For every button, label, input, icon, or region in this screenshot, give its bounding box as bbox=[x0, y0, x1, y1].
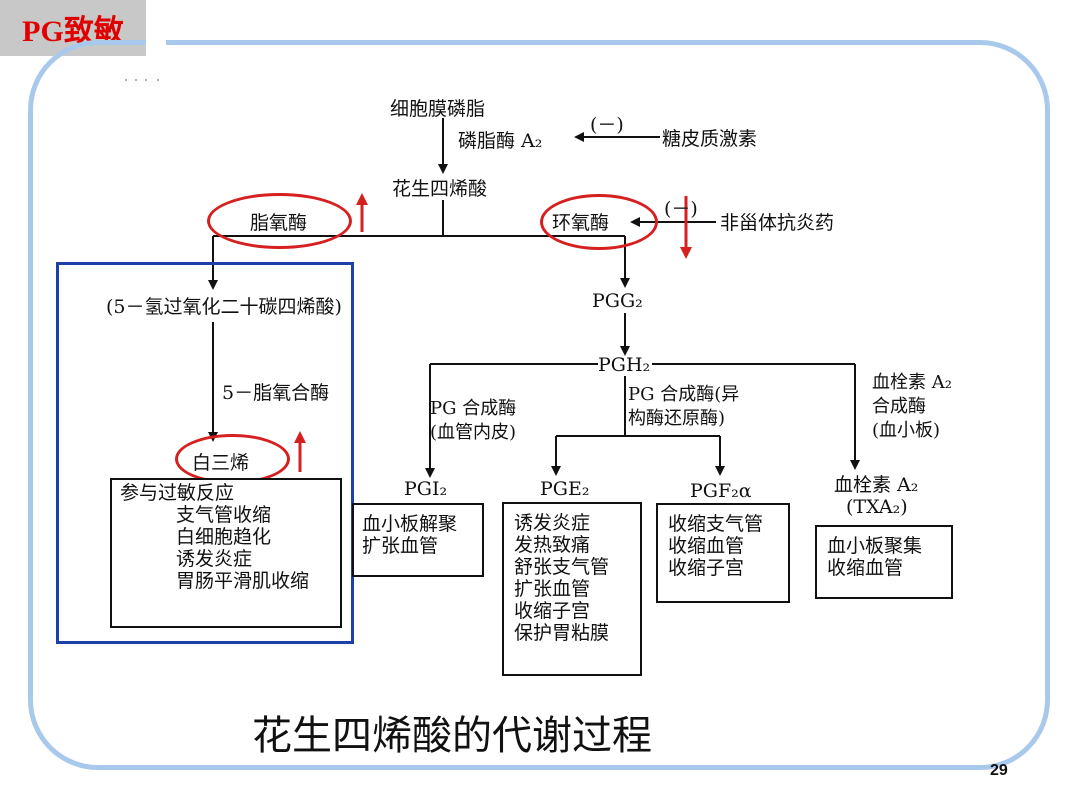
effect-item: 血小板聚集 bbox=[827, 535, 923, 557]
inhibit-mark-cox: (－) bbox=[664, 198, 698, 220]
node-txa2-line2: (TXA₂) bbox=[846, 496, 908, 518]
effect-item: 保护胃粘膜 bbox=[514, 622, 610, 644]
effect-item: 收缩子宫 bbox=[668, 557, 745, 579]
highlight-circle-lipoxygenase bbox=[207, 193, 352, 249]
effect-item: 收缩血管 bbox=[827, 557, 904, 579]
node-txa2-line1: 血栓素 A₂ bbox=[834, 474, 919, 496]
effect-item: 白细胞趋化 bbox=[176, 526, 272, 548]
node-hpete: (5－氢过氧化二十碳四烯酸) bbox=[106, 296, 342, 318]
effect-item: 收缩血管 bbox=[668, 535, 745, 557]
node-phospholipid: 细胞膜磷脂 bbox=[390, 98, 486, 120]
node-pgi2: PGI₂ bbox=[404, 478, 448, 500]
effect-box-pge2: 诱发炎症 发热致痛 舒张支气管 扩张血管 收缩子宫 保护胃粘膜 bbox=[502, 502, 642, 676]
effect-box-txa2: 血小板聚集 收缩血管 bbox=[815, 525, 953, 599]
effect-item: 发热致痛 bbox=[514, 534, 591, 556]
effect-box-pgi2: 血小板解聚 扩张血管 bbox=[352, 503, 484, 577]
frame-gap bbox=[146, 34, 166, 46]
effect-box-pgf2a: 收缩支气管 收缩血管 收缩子宫 bbox=[656, 503, 790, 603]
node-pgh2: PGH₂ bbox=[598, 354, 651, 376]
node-glucocorticoid: 糖皮质激素 bbox=[662, 128, 758, 150]
node-5-lipoxygenase: 5－脂氧合酶 bbox=[222, 382, 330, 404]
node-pgg2: PGG₂ bbox=[592, 290, 643, 312]
effect-item: 胃肠平滑肌收缩 bbox=[176, 570, 310, 592]
inhibit-mark-pla2: (－) bbox=[590, 114, 624, 136]
effect-item: 支气管收缩 bbox=[176, 504, 272, 526]
slide-frame bbox=[28, 40, 1050, 770]
node-pg-synthase-isomerase-line2: 构酶还原酶) bbox=[628, 408, 726, 429]
effect-item: 诱发炎症 bbox=[514, 512, 591, 534]
node-pg-synthase-endothelium-line1: PG 合成酶 bbox=[430, 398, 517, 419]
effect-item: 诱发炎症 bbox=[176, 548, 253, 570]
effect-item: 血小板解聚 bbox=[362, 513, 458, 535]
node-pla2: 磷脂酶 A₂ bbox=[458, 130, 543, 152]
effect-item: 参与过敏反应 bbox=[120, 482, 235, 504]
page-number: 29 bbox=[990, 762, 1008, 779]
effect-item: 舒张支气管 bbox=[514, 556, 610, 578]
node-pge2: PGE₂ bbox=[540, 478, 590, 500]
highlight-circle-cyclooxygenase bbox=[540, 194, 658, 250]
diagram-title: 花生四烯酸的代谢过程 bbox=[252, 713, 652, 759]
node-txa-synthase-line3: (血小板) bbox=[872, 420, 941, 441]
effect-item: 收缩子宫 bbox=[514, 600, 591, 622]
effect-item: 收缩支气管 bbox=[668, 513, 764, 535]
highlight-box-leukotriene-pathway bbox=[56, 262, 354, 644]
node-pg-synthase-isomerase-line1: PG 合成酶(异 bbox=[628, 384, 740, 405]
node-arachidonic-acid: 花生四烯酸 bbox=[392, 178, 488, 200]
node-txa-synthase-line2: 合成酶 bbox=[872, 396, 926, 417]
effect-item: 扩张血管 bbox=[514, 578, 591, 600]
node-pg-synthase-endothelium-line2: (血管内皮) bbox=[430, 422, 517, 443]
effect-item: 扩张血管 bbox=[362, 535, 439, 557]
node-pgf2a: PGF₂α bbox=[690, 480, 752, 502]
node-nsaid: 非甾体抗炎药 bbox=[720, 212, 835, 234]
highlight-circle-leukotriene bbox=[175, 434, 290, 484]
effect-box-leukotriene: 参与过敏反应 支气管收缩 白细胞趋化 诱发炎症 胃肠平滑肌收缩 bbox=[110, 478, 342, 628]
node-txa-synthase-line1: 血栓素 A₂ bbox=[872, 372, 952, 393]
